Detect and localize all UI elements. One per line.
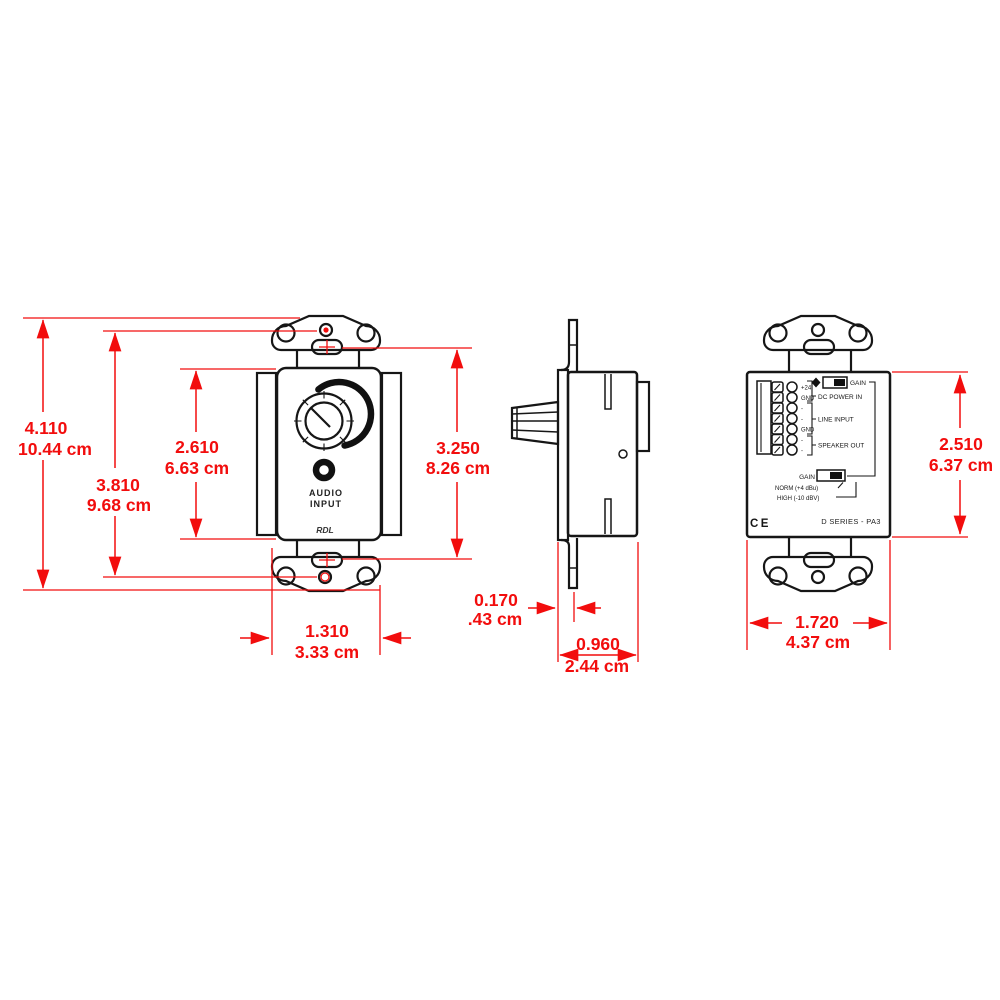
volume-knob <box>294 378 375 451</box>
gain-routing-line <box>847 381 876 477</box>
front-bottom-left-screw-hole <box>276 566 296 586</box>
ce-mark: CE <box>750 518 771 530</box>
front-bottom-plate-screw-hole <box>317 569 333 585</box>
switch-slider <box>834 379 845 386</box>
svg-text:3.250: 3.250 <box>436 438 480 458</box>
side-top-tab <box>560 318 579 372</box>
dim-hole-spacing: 3.810 9.68 cm <box>87 332 151 576</box>
terminal-block: +24 GND - - <box>756 380 864 456</box>
gain-top-label: GAIN <box>850 380 866 387</box>
svg-text:8.26 cm: 8.26 cm <box>426 458 490 478</box>
diamond-marker-icon <box>811 377 821 388</box>
front-top-ear <box>270 314 382 368</box>
group-label-line-input: LINE INPUT <box>818 417 854 424</box>
svg-text:4.110: 4.110 <box>25 418 68 438</box>
dim-slot-spacing: 3.250 8.26 cm <box>426 349 490 558</box>
svg-text:3.810: 3.810 <box>96 475 140 495</box>
back-bottom-ear <box>762 537 874 593</box>
front-top-plate-screw-hole <box>318 322 334 338</box>
terminal-row: - <box>771 444 803 456</box>
front-top-right-screw-hole <box>356 323 376 343</box>
svg-text:1.310: 1.310 <box>305 621 349 641</box>
side-bottom-tab <box>560 538 579 590</box>
dim-body-depth: 0.960 2.44 cm <box>559 634 637 676</box>
svg-text:9.68 cm: 9.68 cm <box>87 495 151 515</box>
terminal-label: GND <box>801 428 815 434</box>
dim-insert-height: 2.610 6.63 cm <box>165 370 229 538</box>
terminal-label: - <box>801 449 803 455</box>
svg-text:0.960: 0.960 <box>576 634 620 654</box>
terminal-label: - <box>801 407 803 413</box>
back-top-ear <box>762 314 874 372</box>
audio-input-jack <box>312 458 336 482</box>
dim-plate-thickness: 0.170 .43 cm <box>468 590 601 629</box>
svg-text:2.510: 2.510 <box>939 434 983 454</box>
side-plate-edge <box>556 368 570 542</box>
side-knob <box>510 400 560 446</box>
group-label-dc-power-in: DC POWER IN <box>818 394 862 401</box>
front-bottom-ear <box>270 540 382 593</box>
front-plate <box>275 366 383 542</box>
group-label-speaker-out: SPEAKER OUT <box>818 443 864 450</box>
gain-switch-top: GAIN <box>811 376 866 389</box>
svg-text:.43 cm: .43 cm <box>468 609 522 629</box>
norm-pointer <box>837 482 844 489</box>
audio-label-line1: AUDIO <box>309 488 343 498</box>
dim-body-width: 1.720 4.37 cm <box>749 612 888 652</box>
gain-switch-bottom: GAIN NORM (+4 dBu) HIGH (-10 dBV) <box>775 469 857 502</box>
front-right-flange <box>380 371 403 537</box>
side-view <box>510 318 651 590</box>
dc-power-bracket <box>807 380 816 402</box>
svg-text:6.37 cm: 6.37 cm <box>929 455 993 475</box>
terminal-label: GND <box>801 396 815 402</box>
front-left-flange <box>255 371 278 537</box>
side-rear-body <box>566 370 639 538</box>
dim-strap-width: 1.310 3.33 cm <box>240 621 411 662</box>
terminal-label: +24 <box>801 386 812 392</box>
front-view: AUDIO INPUT RDL <box>255 314 403 593</box>
back-body <box>745 370 892 539</box>
audio-label-line2: INPUT <box>310 499 342 509</box>
terminal-row: GND <box>771 423 815 435</box>
speaker-out-bracket <box>807 435 816 456</box>
svg-text:10.44 cm: 10.44 cm <box>18 439 92 459</box>
side-bracket-seam-top <box>604 374 612 410</box>
dim-rear-body-height: 2.510 6.37 cm <box>929 374 993 535</box>
back-view: +24 GND - - <box>745 314 892 593</box>
svg-text:2.610: 2.610 <box>175 437 219 457</box>
volume-arc <box>315 378 375 449</box>
norm-label: NORM (+4 dBu) <box>775 486 818 492</box>
side-body-hole <box>618 449 628 459</box>
knob-tick-marks <box>294 391 354 451</box>
svg-text:3.33 cm: 3.33 cm <box>295 642 359 662</box>
terminal-row: - <box>771 433 803 446</box>
gain-bottom-label: GAIN <box>799 474 815 481</box>
terminal-row: +24 <box>771 381 812 393</box>
line-input-bracket <box>807 402 816 435</box>
brand-logo: RDL <box>316 525 333 535</box>
dimension-annotations: 4.110 10.44 cm 3.810 9.68 cm 2.610 6.63 … <box>18 317 993 676</box>
front-bottom-right-screw-hole <box>356 566 376 586</box>
side-terminal-block <box>635 380 651 453</box>
svg-text:0.170: 0.170 <box>474 590 518 610</box>
center-marks <box>319 327 335 582</box>
terminal-label: - <box>801 417 803 423</box>
side-bracket-seam-bottom <box>604 498 612 534</box>
terminal-label: - <box>801 438 803 444</box>
high-pointer <box>836 482 857 498</box>
front-top-left-screw-hole <box>276 323 296 343</box>
dim-overall-height: 4.110 10.44 cm <box>18 319 92 589</box>
terminal-row: - <box>771 412 803 425</box>
svg-text:4.37 cm: 4.37 cm <box>786 632 850 652</box>
knob-pointer <box>310 407 331 428</box>
svg-text:1.720: 1.720 <box>795 612 839 632</box>
model-label: D SERIES - PA3 <box>821 517 881 526</box>
high-label: HIGH (-10 dBV) <box>777 496 819 502</box>
switch-slider <box>830 472 842 479</box>
terminal-row: - <box>771 402 803 414</box>
svg-text:6.63 cm: 6.63 cm <box>165 458 229 478</box>
svg-text:2.44 cm: 2.44 cm <box>565 656 629 676</box>
